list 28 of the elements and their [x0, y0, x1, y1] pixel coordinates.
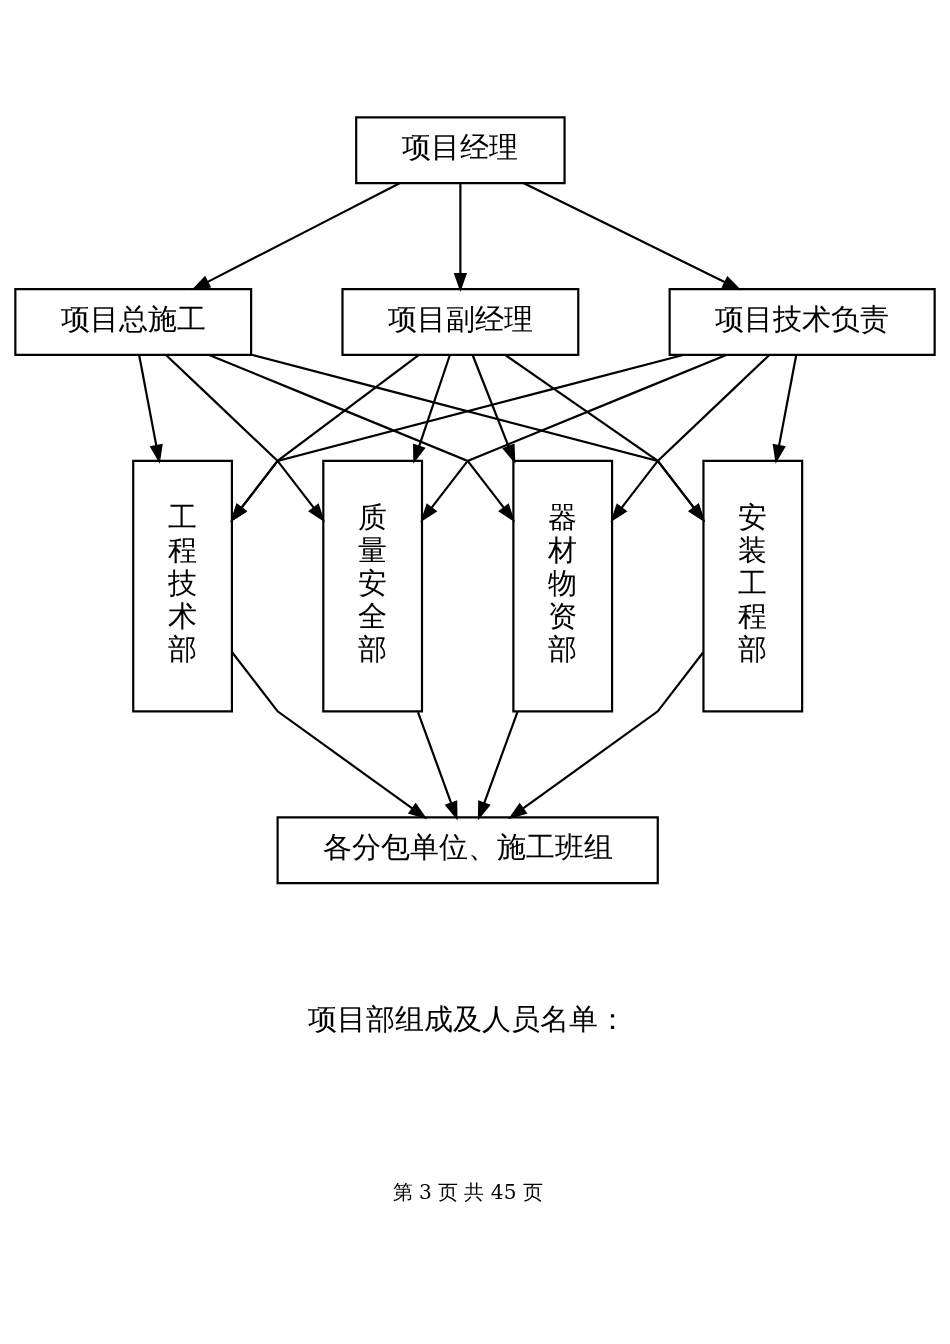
label: 第 3 页 共 45 页: [392, 1179, 543, 1204]
arrow: [523, 182, 742, 291]
node-box: 项目总施工: [14, 288, 253, 356]
node-box: 各分包单位、施工班组: [276, 816, 659, 885]
arrow: [420, 353, 727, 523]
arrow: [138, 355, 163, 464]
arrow: [231, 651, 428, 820]
arrow: [504, 354, 706, 523]
node-box: 质量安全部: [322, 459, 424, 713]
arrow: [413, 354, 451, 464]
arrow: [453, 183, 468, 292]
node-box: 器材物资部: [512, 459, 614, 713]
arrow: [191, 182, 401, 291]
node-box: 项目经理: [355, 116, 566, 185]
arrow: [508, 651, 704, 820]
arrow: [610, 354, 771, 523]
arrow: [230, 354, 420, 523]
arrow: [772, 355, 798, 464]
label: 项目部组成及人员名单：: [308, 1001, 628, 1036]
node-box: 工程技术部: [132, 459, 233, 713]
node-box: 项目技术负责: [668, 288, 936, 356]
node-box: 项目副经理: [341, 288, 580, 356]
arrow: [208, 353, 515, 523]
arrow: [471, 354, 516, 464]
arrow: [416, 711, 458, 821]
arrow: [477, 711, 519, 821]
node-box: 安装工程部: [702, 459, 804, 713]
arrow: [165, 354, 325, 523]
